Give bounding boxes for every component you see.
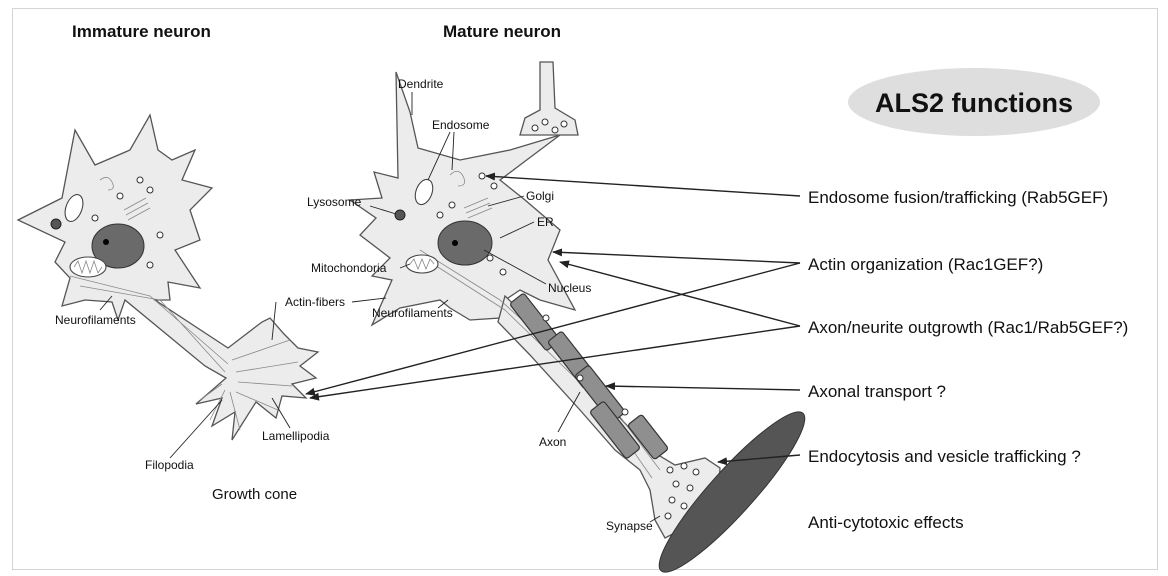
label-lysosome: Lysosome <box>307 195 362 209</box>
label-lamellipodia: Lamellipodia <box>262 429 330 443</box>
immature-vesicle <box>137 177 143 183</box>
synaptic-vesicle <box>681 463 687 469</box>
mature-vesicle <box>543 315 549 321</box>
mature-vesicle <box>449 202 455 208</box>
function-endosome-fusion: Endosome fusion/trafficking (Rab5GEF) <box>808 188 1108 207</box>
mature-vesicle <box>487 255 493 261</box>
immature-lysosome <box>51 219 61 229</box>
label-actin-fibers: Actin-fibers <box>285 295 345 309</box>
presynaptic-terminal <box>520 62 578 135</box>
presynaptic-vesicle <box>532 125 538 131</box>
mature-vesicle <box>622 409 628 415</box>
label-golgi: Golgi <box>526 189 554 203</box>
axonal-transport-arrow <box>606 386 800 390</box>
actin-organization-arrow-cell <box>553 252 800 263</box>
immature-neuron <box>18 115 318 440</box>
als2-functions-title: ALS2 functions <box>875 88 1073 118</box>
immature-vesicle <box>147 187 153 193</box>
label-axon: Axon <box>539 435 566 449</box>
label-er: ER <box>537 215 554 229</box>
presynaptic-vesicle <box>542 119 548 125</box>
actin-fibers-leader <box>352 298 386 302</box>
mature-vesicle <box>437 212 443 218</box>
mature-vesicle <box>577 375 583 381</box>
synaptic-vesicle <box>681 503 687 509</box>
mature-vesicle <box>479 173 485 179</box>
label-dendrite: Dendrite <box>398 77 444 91</box>
mature-neuron-title: Mature neuron <box>443 22 561 41</box>
synaptic-vesicle <box>693 469 699 475</box>
synaptic-vesicle <box>673 481 679 487</box>
label-endosome: Endosome <box>432 118 490 132</box>
mature-neuron <box>350 72 720 538</box>
mature-nucleolus <box>452 240 458 246</box>
immature-vesicle <box>157 232 163 238</box>
function-endocytosis: Endocytosis and vesicle trafficking ? <box>808 447 1081 466</box>
label-neurofilaments-right: Neurofilaments <box>372 306 453 320</box>
immature-vesicle <box>117 193 123 199</box>
function-axonal-transport: Axonal transport ? <box>808 382 946 401</box>
immature-cell-body <box>18 115 318 440</box>
mature-lysosome <box>395 210 405 220</box>
immature-neuron-title: Immature neuron <box>72 22 211 41</box>
label-synapse: Synapse <box>606 519 653 533</box>
label-nucleus: Nucleus <box>548 281 591 295</box>
synaptic-vesicle <box>667 467 673 473</box>
presynaptic-vesicle <box>561 121 567 127</box>
presynaptic-vesicle <box>552 127 558 133</box>
mature-vesicle <box>491 183 497 189</box>
immature-vesicle <box>147 262 153 268</box>
immature-vesicle <box>92 215 98 221</box>
filopodia-leader <box>170 400 222 458</box>
synaptic-vesicle <box>665 513 671 519</box>
function-actin-organization: Actin organization (Rac1GEF?) <box>808 255 1043 274</box>
mature-mitochondria <box>406 255 438 273</box>
function-anti-cytotoxic: Anti-cytotoxic effects <box>808 513 964 532</box>
synaptic-vesicle <box>669 497 675 503</box>
label-growth-cone: Growth cone <box>212 486 297 503</box>
label-mitochondoria: Mitochondoria <box>311 261 387 275</box>
mature-vesicle <box>500 269 506 275</box>
function-axon-outgrowth: Axon/neurite outgrowth (Rac1/Rab5GEF?) <box>808 318 1128 337</box>
synaptic-vesicle <box>687 485 693 491</box>
immature-nucleolus <box>103 239 109 245</box>
label-neurofilaments-left: Neurofilaments <box>55 313 136 327</box>
label-filopodia: Filopodia <box>145 458 194 472</box>
mature-nucleus <box>438 221 492 265</box>
